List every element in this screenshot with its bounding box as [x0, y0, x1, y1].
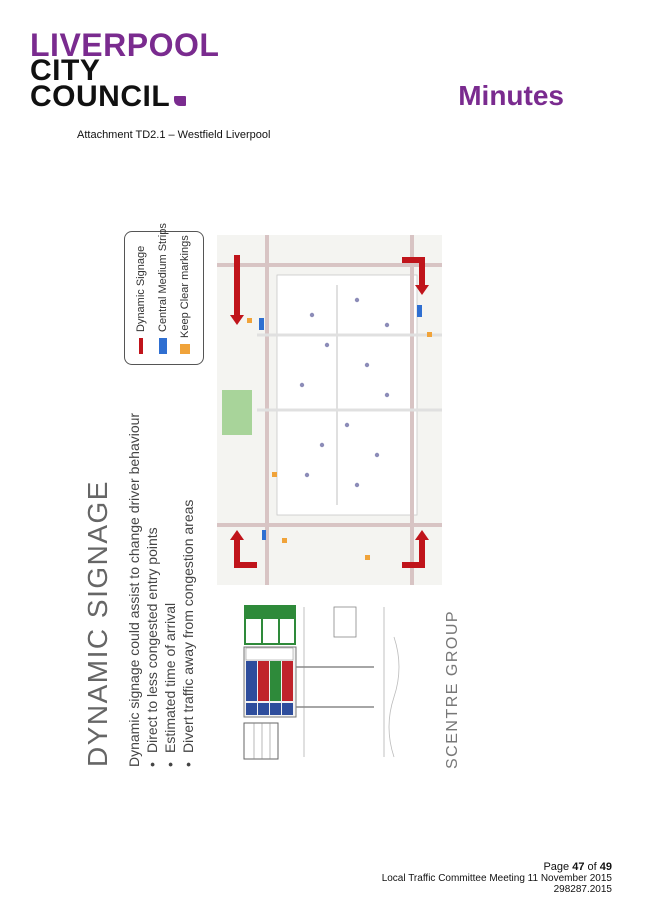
reference-number: 298287.2015 [553, 884, 612, 895]
red-arrow-icon [139, 338, 144, 354]
slide-title: DYNAMIC SIGNAGE [82, 480, 113, 767]
bullet-item: •Estimated time of arrival [162, 602, 178, 767]
logo-mark-icon [174, 96, 187, 106]
page-indicator: Page 47 of 49 [543, 861, 612, 873]
logo-line-3: COUNCIL [30, 82, 200, 112]
attachment-label: Attachment TD2.1 – Westfield Liverpool [77, 129, 271, 141]
embedded-slide: DYNAMIC SIGNAGE Dynamic signage could as… [62, 223, 476, 797]
sign-board-graphic [243, 605, 400, 760]
logo-line-2: CITY [30, 54, 101, 87]
sign-board-illustration [234, 601, 434, 767]
section-title: Minutes [458, 80, 564, 111]
legend-item: Central Medium Strips [157, 223, 169, 354]
orange-square-icon [180, 344, 191, 354]
map-graphic [217, 235, 442, 585]
bullet-item: •Divert traffic away from congestion are… [180, 499, 196, 767]
slide-intro: Dynamic signage could assist to change d… [126, 412, 142, 767]
council-logo: LIVERPOOL CITY COUNCIL [30, 27, 220, 112]
meeting-line: Local Traffic Committee Meeting 11 Novem… [381, 873, 612, 884]
page-footer: Page 47 of 49 Local Traffic Committee Me… [381, 861, 612, 896]
rotated-slide-content: DYNAMIC SIGNAGE Dynamic signage could as… [62, 223, 476, 797]
site-map [217, 235, 442, 585]
bullet-item: •Direct to less congested entry points [144, 527, 160, 767]
legend-item: Keep Clear markings [179, 235, 191, 354]
map-legend: Dynamic Signage Central Medium Strips Ke… [124, 223, 204, 365]
blue-strip-icon [159, 338, 168, 354]
legend-item: Dynamic Signage [135, 246, 147, 354]
logo-line-1: LIVERPOOL [30, 27, 220, 63]
brand-label: SCENTRE GROUP [444, 609, 461, 769]
